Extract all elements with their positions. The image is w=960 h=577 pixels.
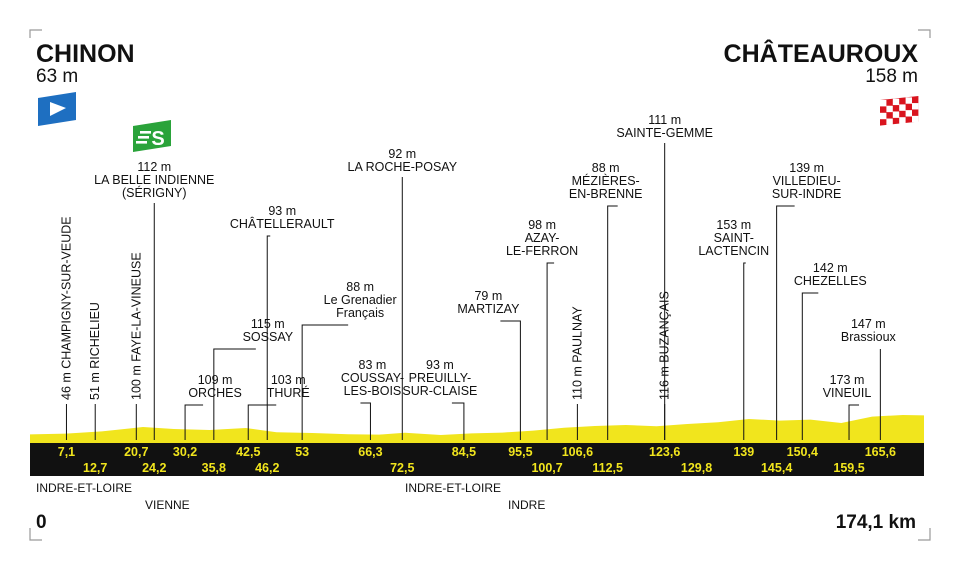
sprint-letter: S (151, 128, 164, 150)
km-marker-upper-0: 7,1 (58, 445, 75, 459)
elevation-area (30, 415, 924, 443)
finish-flag-square (905, 110, 912, 117)
finish-flag-square (886, 105, 893, 113)
finish-flag-square (899, 104, 906, 111)
km-marker-upper-11: 150,4 (787, 445, 818, 459)
marker-line (848, 404, 860, 440)
km-marker-upper-7: 95,5 (508, 445, 532, 459)
marker-line (213, 348, 256, 440)
marker-line (546, 262, 555, 440)
rotated-place-label-3: 110 m PAULNAY (570, 306, 584, 400)
finish-altitude: 158 m (865, 66, 918, 87)
km-marker-lower-9: 159,5 (833, 461, 864, 475)
finish-town: CHÂTEAUROUX (724, 38, 919, 68)
marker-line (451, 402, 465, 440)
km-marker-lower-0: 12,7 (83, 461, 107, 475)
km-marker-upper-8: 106,6 (562, 445, 593, 459)
rotated-place-label-0: 46 m CHAMPIGNY-SUR-VEUDE (59, 216, 73, 400)
finish-flag-square (912, 103, 919, 110)
marker-line (500, 320, 521, 440)
km-marker-upper-6: 84,5 (452, 445, 476, 459)
finish-flag-square (880, 112, 887, 120)
finish-flag-square (892, 111, 900, 118)
frame-bottom-left (29, 528, 42, 541)
sprint-icon: S (133, 120, 171, 152)
km-marker-upper-2: 30,2 (173, 445, 197, 459)
rotated-place-label-1: 51 m RICHELIEU (88, 302, 102, 400)
marker-line (607, 205, 618, 440)
finish-flag-square (892, 98, 900, 106)
marker-line (743, 262, 746, 440)
marker-line (801, 292, 819, 440)
km-marker-upper-1: 20,7 (124, 445, 148, 459)
start-distance: 0 (36, 512, 47, 533)
rotated-place-label-2: 100 m FAYE-LA-VINEUSE (129, 252, 143, 400)
frame-bottom-right (918, 528, 931, 541)
dept-label-4: INDRE (508, 498, 545, 512)
finish-flag-square (880, 100, 887, 107)
km-marker-lower-1: 24,2 (142, 461, 166, 475)
dept-label-2: VIENNE (145, 498, 190, 512)
finish-flag-square (912, 115, 919, 123)
marker-line (301, 324, 349, 440)
km-marker-lower-5: 100,7 (531, 461, 562, 475)
finish-flag-square (899, 117, 906, 124)
km-marker-lower-2: 35,8 (202, 461, 226, 475)
marker-line (776, 205, 795, 440)
km-marker-lower-3: 46,2 (255, 461, 279, 475)
km-marker-upper-9: 123,6 (649, 445, 680, 459)
marker-line (266, 235, 271, 440)
km-marker-lower-4: 72,5 (390, 461, 414, 475)
finish-flag-square (905, 97, 912, 104)
marker-line (360, 402, 371, 440)
frame-top-right (918, 29, 931, 38)
start-flag-icon (38, 92, 76, 126)
km-marker-upper-10: 139 (733, 445, 754, 459)
start-altitude: 63 m (36, 66, 78, 87)
km-marker-upper-5: 66,3 (358, 445, 382, 459)
dept-label-1: INDRE-ET-LOIRE (36, 481, 132, 495)
start-town: CHINON (36, 40, 135, 68)
km-marker-upper-12: 165,6 (865, 445, 896, 459)
km-marker-lower-6: 112,5 (592, 461, 623, 475)
km-marker-lower-8: 145,4 (761, 461, 792, 475)
km-band (30, 443, 924, 476)
km-marker-lower-7: 129,8 (681, 461, 712, 475)
frame-top-left (29, 29, 42, 38)
km-marker-upper-4: 53 (295, 445, 309, 459)
finish-flag-icon (880, 96, 919, 126)
finish-flag-square (886, 118, 893, 125)
dept-label-3: INDRE-ET-LOIRE (405, 481, 501, 495)
km-marker-upper-3: 42,5 (236, 445, 260, 459)
marker-line (184, 404, 204, 440)
finish-distance: 174,1 km (836, 512, 916, 533)
